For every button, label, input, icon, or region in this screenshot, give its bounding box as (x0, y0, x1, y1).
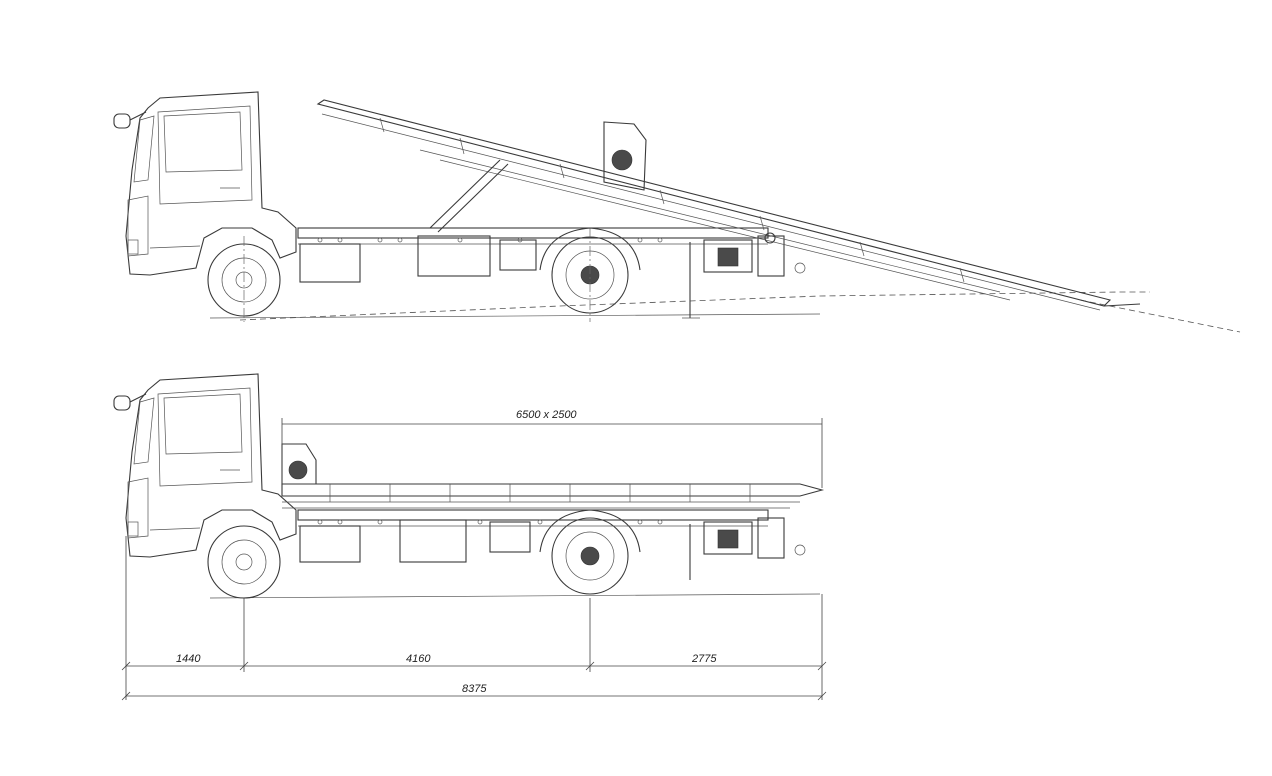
fuel-tank-bottom (299, 525, 361, 563)
toolbox-bottom (399, 519, 467, 563)
winch-motor-bottom (717, 529, 739, 549)
platform-deck-tilted (316, 99, 1112, 307)
rear-end-frame-bottom (757, 517, 785, 559)
rear-light-bottom (794, 544, 806, 556)
grille-top (127, 195, 149, 257)
front-hub-bottom (235, 553, 253, 571)
chassis-bottom (297, 509, 806, 580)
winch-drum-tilted (611, 149, 633, 171)
chassis-rail-top (297, 227, 769, 239)
rear-wheel-bottom (539, 509, 641, 595)
chassis-bolts-bottom (317, 519, 663, 525)
battery-box-bottom (489, 521, 531, 553)
platform-ribs-tilted (379, 117, 965, 283)
battery-box-top (499, 239, 537, 271)
cab-top (113, 91, 297, 276)
headlight-top (127, 239, 139, 255)
winch-drum-flat (288, 460, 308, 480)
headlight-bottom (127, 521, 139, 537)
cab-outline-bottom (125, 373, 297, 558)
toolbox-top (417, 235, 491, 277)
dimension-platform-size: 6500 x 2500 (281, 409, 823, 488)
chassis-top (297, 227, 806, 319)
hydraulic-cylinder-rod (437, 163, 509, 233)
tilted-platform (316, 99, 1141, 311)
rear-wheel-top (539, 227, 641, 322)
rear-light-top (794, 262, 806, 274)
fuel-tank-top (299, 243, 361, 283)
chassis-bolts-top (317, 237, 663, 243)
mirror-arm-top (129, 111, 147, 121)
rear-tire-bottom (551, 517, 629, 595)
hydraulic-cylinder (429, 159, 501, 229)
platform-subframe-lower-tilted (439, 159, 1011, 301)
windshield-top (133, 115, 155, 183)
cab-door-top (157, 105, 253, 205)
ground-dash-ramp-top (1079, 299, 1241, 333)
platform-underside-tilted (321, 113, 1101, 311)
cab-bottom (113, 373, 297, 558)
platform-ribs-flat (329, 484, 751, 502)
wheelbase-label: 4160 (406, 653, 431, 665)
cab-outline-top (125, 91, 297, 276)
rear-rim-bottom (565, 531, 615, 581)
windshield-bottom (133, 397, 155, 465)
platform-deck-flat (281, 483, 825, 497)
bumper-line-bottom (149, 527, 201, 531)
front-tire-bottom (207, 525, 281, 599)
dim-ticks-row1 (121, 661, 827, 671)
side-mirror-bottom (113, 395, 131, 411)
platform-size-label: 6500 x 2500 (516, 409, 577, 421)
cab-window-top (163, 111, 243, 173)
platform-pivot (764, 232, 776, 244)
mirror-arm-bottom (129, 393, 147, 403)
dim-ticks-row2 (121, 691, 827, 701)
front-wheel-top (207, 236, 281, 322)
cab-door-bottom (157, 387, 253, 487)
front-wheel-bottom (207, 525, 281, 599)
winch-box-bottom (703, 521, 753, 555)
winch-head-tilted (603, 121, 647, 191)
rear-hub-bottom (580, 546, 600, 566)
chassis-rail-bottom (297, 509, 769, 521)
platform-tip-tilted (1103, 303, 1141, 307)
rear-fender-bottom (539, 509, 641, 553)
front-overhang-label: 1440 (176, 653, 201, 665)
winch-motor-top (717, 247, 739, 267)
grille-bottom (127, 477, 149, 539)
overall-length-label: 8375 (462, 683, 487, 695)
rear-end-frame-top (757, 235, 785, 277)
bumper-line-top (149, 245, 201, 249)
ground-dash-top (239, 291, 1150, 321)
rear-overhang-label: 2775 (691, 653, 717, 665)
side-mirror-top (113, 113, 131, 129)
platform-flat (281, 443, 825, 509)
platform-subframe-tilted (419, 149, 1001, 293)
winch-box-top (703, 239, 753, 273)
truck-transport-position-view: 6500 x 2500 1440 4160 2775 8375 (113, 373, 827, 701)
ground-line-bottom (209, 593, 821, 599)
ground-line-top (209, 313, 821, 319)
front-rim-bottom (221, 539, 267, 585)
cab-window-bottom (163, 393, 243, 455)
truck-tilted-platform-view (113, 91, 1241, 333)
